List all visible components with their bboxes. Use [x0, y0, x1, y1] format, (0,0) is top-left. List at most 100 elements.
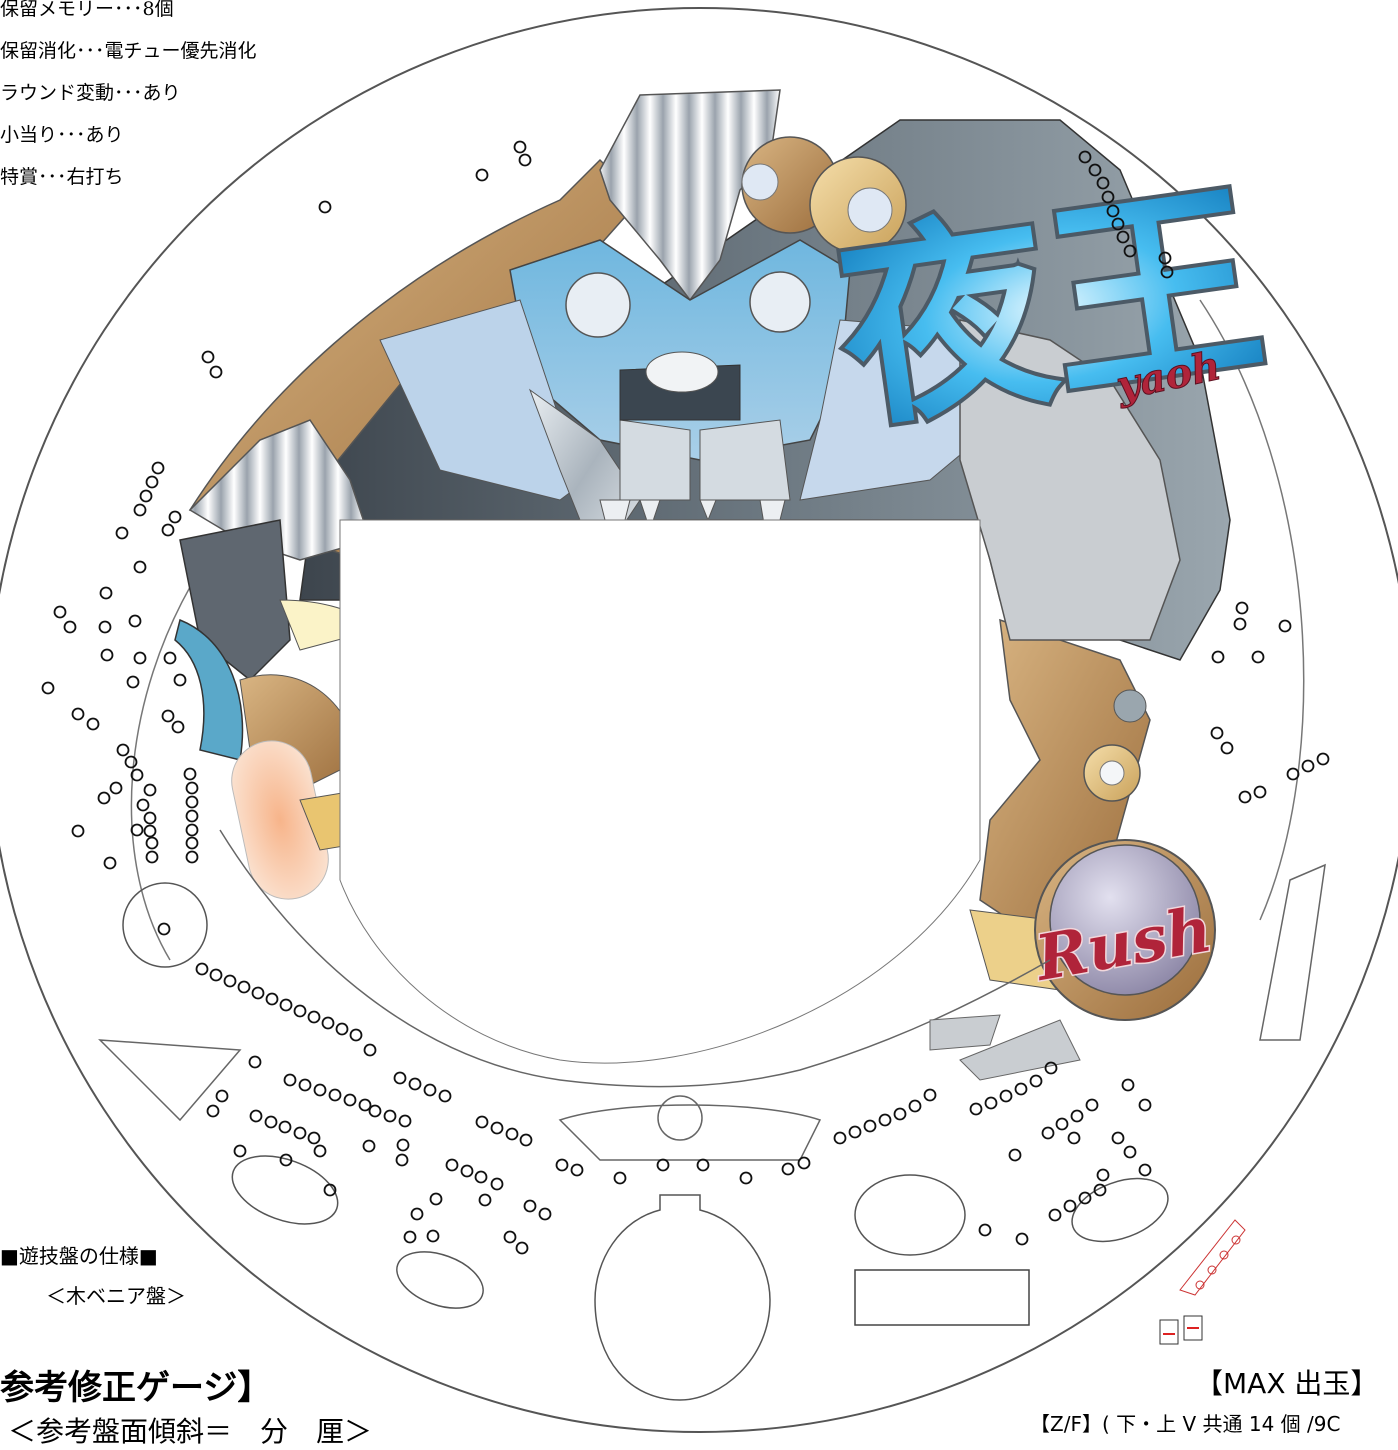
nail-pin [136, 798, 150, 812]
nail-pin [161, 523, 175, 537]
rush-badge: Rush [1027, 839, 1219, 1021]
max-output-title: 【MAX 出玉】 [1195, 1367, 1379, 1400]
nail-pin [538, 1207, 552, 1221]
nail-pin [1078, 1191, 1092, 1205]
nail-pin [1106, 204, 1120, 218]
nail-pin [395, 1153, 409, 1167]
nail-pin [923, 1088, 937, 1102]
nail-pin [168, 510, 182, 524]
nail-pin [185, 809, 199, 823]
nail-pin [978, 1223, 992, 1237]
nail-pin [161, 709, 175, 723]
nail-pin [145, 850, 159, 864]
gauge-title: 参考修正ゲージ】 [0, 1368, 272, 1408]
nail-pin [133, 503, 147, 517]
nail-pin [555, 1158, 569, 1172]
nail-pin [475, 1115, 489, 1129]
nail-pin [145, 475, 159, 489]
nail-pin [128, 614, 142, 628]
nail-pin [878, 1113, 892, 1127]
nail-pin [1211, 650, 1225, 664]
nail-pin [1111, 1131, 1125, 1145]
nail-pin [1088, 163, 1102, 177]
nail-pin [264, 1115, 278, 1129]
max-output-line: 【Z/F】( 下・上 V 共通 14 個 /9C [1030, 1412, 1341, 1436]
nail-pin [185, 836, 199, 850]
nail-pin [71, 707, 85, 721]
nail-pin [209, 968, 223, 982]
nail-pin [279, 998, 293, 1012]
nail-pin [185, 795, 199, 809]
nail-pin [426, 1229, 440, 1243]
spec-line-jackpot: 特賞･･･右打ち [0, 166, 124, 188]
nail-pin [1093, 1183, 1107, 1197]
nail-pin [438, 1089, 452, 1103]
nail-pin [143, 783, 157, 797]
nail-pin [1044, 1061, 1058, 1075]
nail-pin [478, 1193, 492, 1207]
nail-pin [86, 717, 100, 731]
nail-pin [335, 1022, 349, 1036]
nail-pin [523, 1199, 537, 1213]
nail-pin [1096, 1168, 1110, 1182]
nail-pin [293, 1004, 307, 1018]
nail-pin [100, 648, 114, 662]
nail-pin [423, 1083, 437, 1097]
nail-pin [185, 823, 199, 837]
nail-pin [1055, 1117, 1069, 1131]
nail-pin [474, 1170, 488, 1184]
nail-pin [1067, 1131, 1081, 1145]
nail-pin [248, 1055, 262, 1069]
spec-line-small-hit: 小当り･･･あり [0, 124, 124, 146]
nail-pin [1158, 251, 1172, 265]
nail-pin [53, 605, 67, 619]
nail-pin [1111, 217, 1125, 231]
nail-pin [797, 1156, 811, 1170]
board-spec-subtitle: ＜木ベニア盤＞ [46, 1284, 186, 1308]
nail-pin [503, 1230, 517, 1244]
nail-pin [368, 1104, 382, 1118]
nail-pin [1286, 767, 1300, 781]
nail-pin [863, 1119, 877, 1133]
nail-pin [490, 1121, 504, 1135]
nail-pin [139, 489, 153, 503]
nail-pin [1220, 741, 1234, 755]
nail-pin [362, 1139, 376, 1153]
nail-pin [1251, 650, 1265, 664]
nail-pin [1116, 230, 1130, 244]
nail-pin [696, 1158, 710, 1172]
nail-pin [215, 1089, 229, 1103]
nail-pin [1121, 1078, 1135, 1092]
nail-pin [206, 1104, 220, 1118]
nail-pin [163, 651, 177, 665]
nail-pin [570, 1163, 584, 1177]
nail-pin [1070, 1109, 1084, 1123]
nail-pin [126, 675, 140, 689]
nail-pin [1008, 1148, 1022, 1162]
gauge-mini-diagram [1159, 1219, 1246, 1345]
nail-pin [71, 824, 85, 838]
board-outline [0, 7, 1398, 1433]
nail-pin [313, 1144, 327, 1158]
nail-pin [185, 781, 199, 795]
nail-pin [519, 1133, 533, 1147]
nail-pin [358, 1098, 372, 1112]
nail-pin [969, 1102, 983, 1116]
nail-pin [1160, 265, 1174, 279]
nail-pin [298, 1078, 312, 1092]
nail-pin [475, 168, 489, 182]
nail-pin [1210, 726, 1224, 740]
nail-pin [265, 992, 279, 1006]
nail-pin [109, 781, 123, 795]
nail-pin [116, 743, 130, 757]
nail-pin [1063, 1199, 1077, 1213]
beast-eye-right [749, 271, 811, 333]
nail-pin [133, 651, 147, 665]
nail-pin [656, 1158, 670, 1172]
nail-pin [460, 1164, 474, 1178]
nail-pin [1233, 617, 1247, 631]
nail-pin [293, 1126, 307, 1140]
nail-pin [115, 526, 129, 540]
nail-pin [515, 1241, 529, 1255]
nail-pin [41, 681, 55, 695]
